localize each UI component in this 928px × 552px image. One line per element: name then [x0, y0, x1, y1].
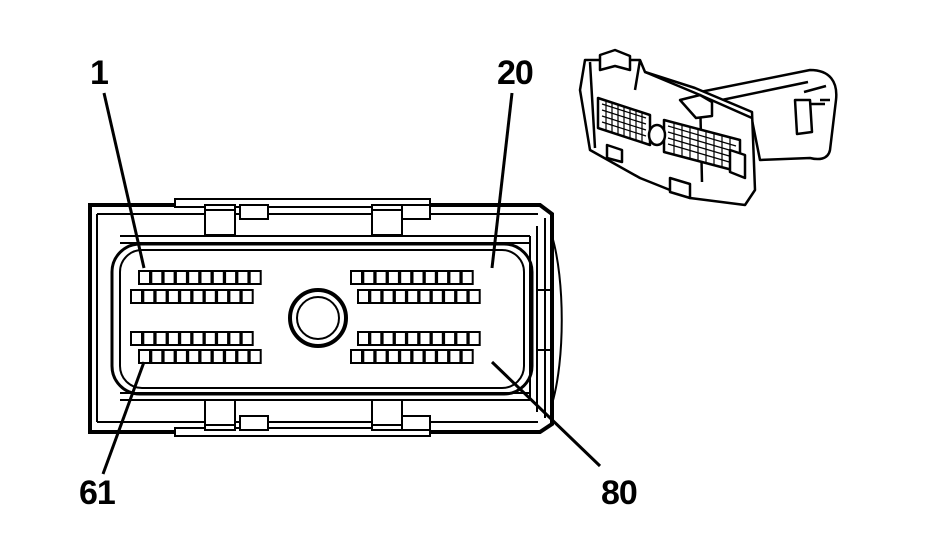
- pin-cavity: [216, 331, 230, 346]
- pin-cavity: [418, 331, 432, 346]
- pin-cavity: [381, 289, 395, 304]
- leader-line-pin-80: [490, 360, 602, 468]
- pin-cavity: [357, 289, 370, 304]
- pin-cavity: [430, 331, 444, 346]
- pin-cavity: [248, 270, 262, 285]
- pin-cavity: [154, 289, 168, 304]
- pin-cavity: [393, 331, 407, 346]
- pin-cavity: [211, 349, 225, 364]
- pin-cavity: [187, 349, 201, 364]
- pin-cavity: [436, 270, 450, 285]
- pin-cavity: [399, 349, 413, 364]
- side-ribs: [529, 218, 563, 418]
- pin-cavity: [411, 349, 425, 364]
- pin-cavity: [467, 289, 481, 304]
- center-bolt-outer: [288, 288, 348, 348]
- connector-outer-housing: [88, 203, 554, 434]
- leader-line-pin-61: [101, 361, 146, 475]
- pin-label-20: 20: [497, 54, 534, 92]
- connector-isometric-view: [578, 48, 838, 207]
- pin-cavity: [236, 270, 250, 285]
- connector-inner-housing: [96, 213, 538, 423]
- pin-cavity: [350, 349, 363, 364]
- pin-cavity: [224, 270, 238, 285]
- pin-cavity: [443, 289, 457, 304]
- pin-label-80: 80: [601, 474, 638, 512]
- pin-cavity: [369, 331, 383, 346]
- pin-cavity: [228, 289, 242, 304]
- pin-cavity: [369, 289, 383, 304]
- pin-cavity: [191, 331, 205, 346]
- pin-cavity: [418, 289, 432, 304]
- pin-cavity: [162, 270, 176, 285]
- pin-cavity: [174, 349, 188, 364]
- pin-cavity: [199, 270, 213, 285]
- pin-cavity: [374, 270, 388, 285]
- pin-cavity: [216, 289, 230, 304]
- pin-cavity: [423, 349, 437, 364]
- pin-cavity: [406, 331, 420, 346]
- pin-cavity: [203, 331, 217, 346]
- pin-cavity: [236, 349, 250, 364]
- pin-cavity: [240, 331, 254, 346]
- pin-cavity: [150, 349, 164, 364]
- leader-lines: [101, 92, 602, 475]
- pin-cavity: [203, 289, 217, 304]
- pin-cavity: [430, 289, 444, 304]
- pin-cavity: [374, 349, 388, 364]
- pin-cavity: [455, 289, 469, 304]
- connector-face: [88, 198, 563, 437]
- pin-cavity: [191, 289, 205, 304]
- pin-cavity: [411, 270, 425, 285]
- pin-cavity: [362, 349, 376, 364]
- pin-cavity: [130, 289, 143, 304]
- pin-cavity: [224, 349, 238, 364]
- pin-cavity-outline: [110, 242, 534, 396]
- pin-cavity: [357, 331, 370, 346]
- pin-cavity: [393, 289, 407, 304]
- pin-cavity: [386, 349, 400, 364]
- pin-cavity: [174, 270, 188, 285]
- pin-cavity: [154, 331, 168, 346]
- pin-cavity: [248, 349, 262, 364]
- pin-cavity: [460, 349, 474, 364]
- pin-cavity: [138, 349, 151, 364]
- pin-cavity: [362, 270, 376, 285]
- pin-cavity: [166, 289, 180, 304]
- pin-label-61: 61: [79, 474, 116, 512]
- pin-cavity: [211, 270, 225, 285]
- center-bolt-inner: [296, 296, 340, 340]
- pin-cavity: [448, 270, 462, 285]
- pin-cavity: [187, 270, 201, 285]
- pin-cavity: [179, 331, 193, 346]
- pin-cavity: [467, 331, 481, 346]
- pin-cavity: [448, 349, 462, 364]
- pin-cavities: [130, 270, 481, 364]
- pin-cavity: [443, 331, 457, 346]
- pin-cavity: [406, 289, 420, 304]
- pin-cavity: [228, 331, 242, 346]
- pin-cavity: [199, 349, 213, 364]
- pin-cavity: [142, 289, 156, 304]
- pin-cavity: [423, 270, 437, 285]
- pin-cavity: [142, 331, 156, 346]
- pin-cavity: [460, 270, 474, 285]
- pin-cavity: [150, 270, 164, 285]
- pin-cavity: [162, 349, 176, 364]
- pin-cavity: [240, 289, 254, 304]
- pin-cavity: [138, 270, 151, 285]
- pin-cavity: [179, 289, 193, 304]
- pin-cavity: [386, 270, 400, 285]
- pin-cavity: [130, 331, 143, 346]
- pin-cavity: [455, 331, 469, 346]
- pin-cavity: [166, 331, 180, 346]
- leader-line-pin-20: [490, 92, 514, 269]
- pin-cavity: [350, 270, 363, 285]
- pin-label-1: 1: [90, 54, 109, 92]
- pin-cavity: [436, 349, 450, 364]
- pin-cavity: [381, 331, 395, 346]
- pin-cavity: [399, 270, 413, 285]
- leader-line-pin-1: [102, 92, 146, 269]
